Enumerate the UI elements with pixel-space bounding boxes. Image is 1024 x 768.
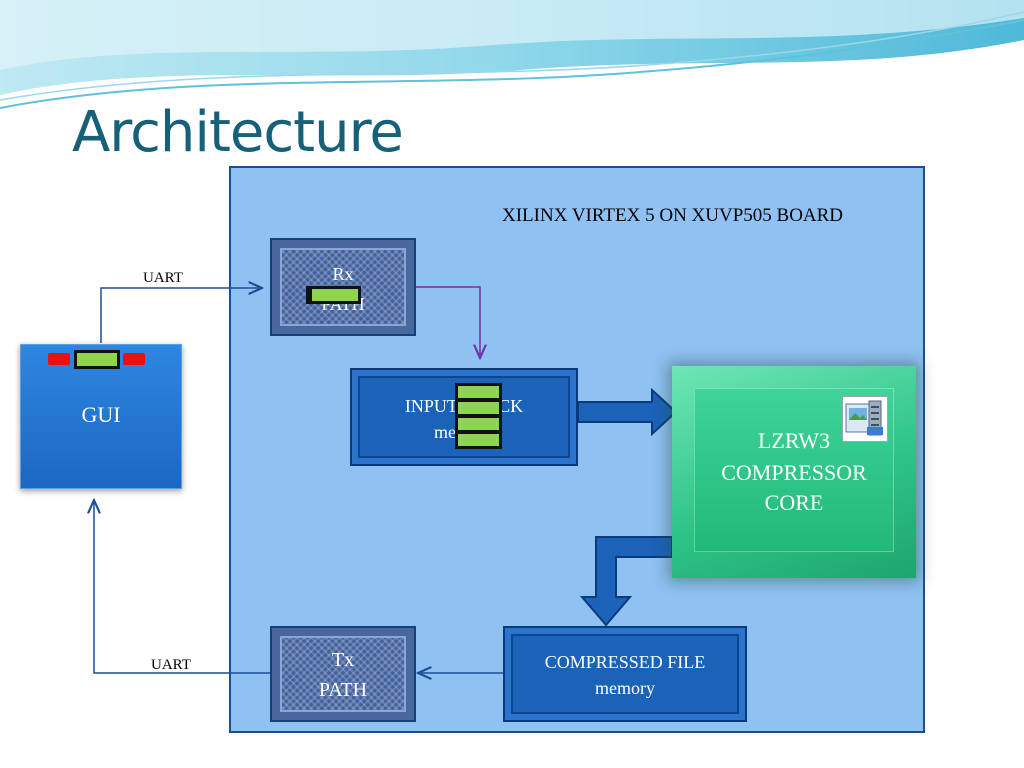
indicator-right [123, 353, 145, 365]
slide-title: Architecture [72, 100, 404, 165]
file-archive-icon [842, 396, 888, 442]
core-label-line3: CORE [764, 490, 824, 515]
battery-icon [74, 350, 120, 369]
tx-path-block: Tx PATH [270, 626, 416, 722]
uart-label-bottom: UART [151, 657, 191, 673]
tx-label-line2: PATH [318, 679, 368, 701]
tx-label-line1: Tx [331, 649, 355, 671]
uart-label-top: UART [143, 270, 183, 286]
core-label-line1: LZRW3 [757, 428, 831, 453]
board-label: XILINX VIRTEX 5 ON XUVP505 BOARD [502, 205, 844, 226]
rx-label-line1: Rx [332, 264, 354, 284]
gui-label: GUI [81, 402, 121, 427]
header-wave-decoration [0, 0, 1024, 109]
compressed-file-memory-block: COMPRESSED FILE memory [503, 626, 747, 722]
compressed-label-line2: memory [595, 678, 655, 698]
core-label-line2: COMPRESSOR [721, 460, 867, 485]
indicator-left [48, 353, 70, 365]
compressed-label-line1: COMPRESSED FILE [544, 652, 706, 672]
battery-icon [309, 286, 361, 304]
